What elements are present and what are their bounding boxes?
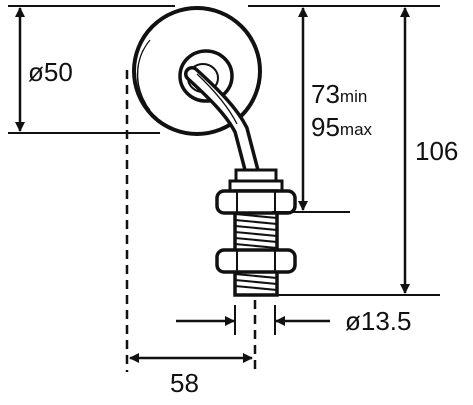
dimension-arrows [15,6,410,363]
lower-nut [215,248,297,274]
label-offset-width: 58 [170,368,199,398]
label-mirror-diameter: ø50 [28,57,73,87]
mirror-arm [184,66,260,180]
label-stem-diameter: ø13.5 [345,306,412,336]
top-collar [234,168,278,183]
label-arm-min: 73min [311,79,367,109]
threaded-stem-assembly [215,168,297,297]
label-arm-max: 95max [311,112,373,142]
upper-nut [215,189,297,215]
label-total-height: 106 [415,136,458,166]
extension-lines [8,5,440,372]
